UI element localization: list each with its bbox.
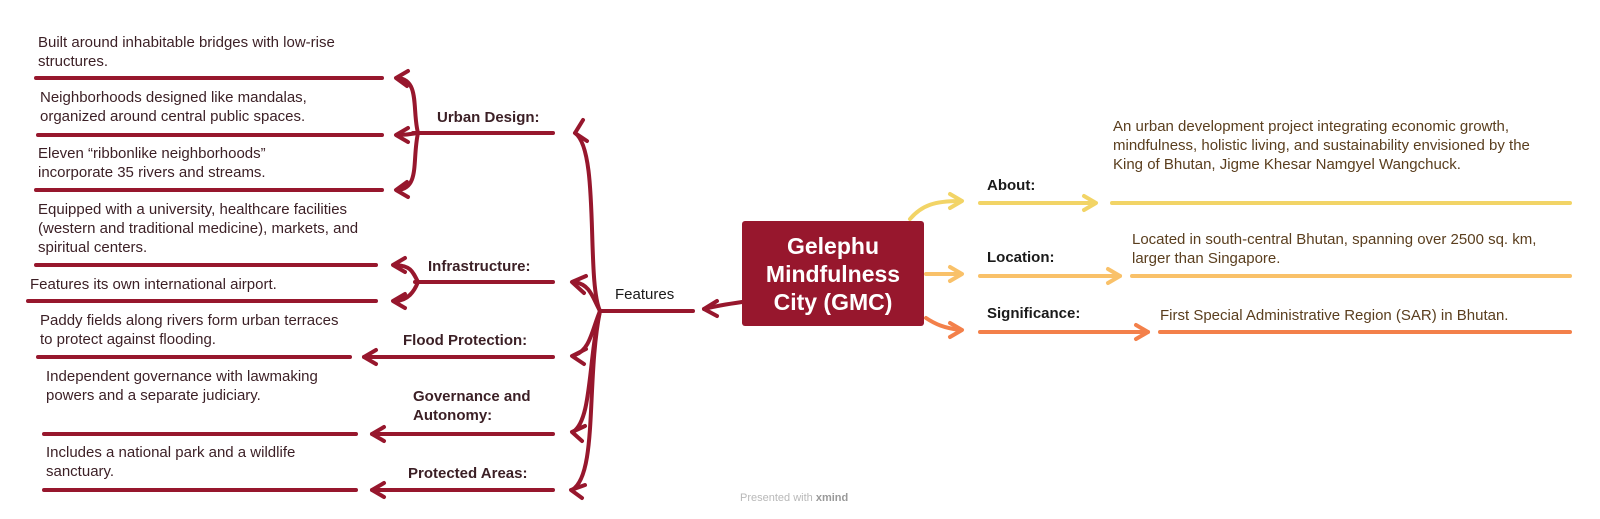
watermark-brand: xmind (815, 492, 849, 504)
leaf-paddy-fields[interactable]: Paddy fields along rivers form urban ter… (40, 312, 339, 348)
branch-flood-protection[interactable]: Flood Protection: (403, 332, 528, 349)
leaf-international-airport[interactable]: Features its own international airport. (30, 276, 277, 293)
detail-location-text[interactable]: Located in south-central Bhutan, spannin… (1132, 231, 1537, 267)
detail-connectors (908, 192, 1572, 341)
leaf-mandala-neighborhoods[interactable]: Neighborhoods designed like mandalas, or… (40, 89, 307, 125)
features-label[interactable]: Features (615, 286, 675, 303)
leaf-inhabitable-bridges[interactable]: Built around inhabitable bridges with lo… (38, 34, 335, 70)
leaf-university-healthcare[interactable]: Equipped with a university, healthcare f… (38, 201, 359, 256)
central-topic[interactable]: Gelephu Mindfulness City (GMC) (742, 221, 924, 326)
detail-about-label[interactable]: About: (987, 177, 1036, 194)
central-topic-title: Gelephu Mindfulness City (GMC) (765, 232, 901, 315)
branch-infrastructure[interactable]: Infrastructure: (428, 258, 531, 275)
feature-connectors (26, 69, 744, 500)
leaf-national-park[interactable]: Includes a national park and a wildlife … (46, 444, 296, 480)
leaf-independent-governance[interactable]: Independent governance with lawmaking po… (46, 368, 318, 404)
detail-location-label[interactable]: Location: (987, 249, 1055, 266)
watermark-prefix: Presented with (740, 492, 813, 504)
leaf-ribbonlike-neighborhoods[interactable]: Eleven “ribbonlike neighborhoods” incorp… (38, 145, 266, 181)
detail-significance-text[interactable]: First Special Administrative Region (SAR… (1160, 307, 1509, 324)
branch-urban-design[interactable]: Urban Design: (437, 109, 540, 126)
detail-about-text[interactable]: An urban development project integrating… (1113, 118, 1530, 173)
branch-governance-autonomy[interactable]: Governance and Autonomy: (413, 388, 531, 424)
presented-with-watermark: Presented with xmind (740, 492, 848, 504)
branch-protected-areas[interactable]: Protected Areas: (408, 465, 528, 482)
detail-significance-label[interactable]: Significance: (987, 305, 1081, 322)
